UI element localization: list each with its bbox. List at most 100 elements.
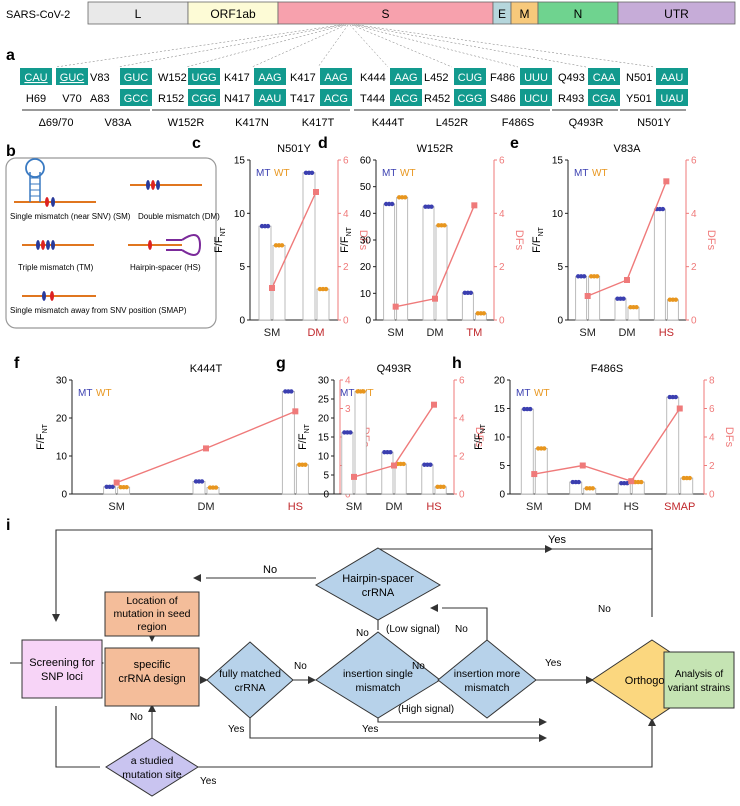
x-tick-label: SM: [108, 501, 125, 513]
codon-box: [520, 68, 552, 85]
codon-box: [188, 89, 220, 106]
mutation-name: K417N: [235, 117, 269, 129]
design-label-tm: Triple mismatch (TM): [18, 263, 94, 272]
panel-letter-e: e: [510, 135, 519, 152]
codon-box: [120, 89, 152, 106]
y2-axis-label: DFs: [705, 230, 717, 251]
bar-mt: [614, 298, 627, 321]
label-no-single-up: No: [356, 628, 369, 639]
mutation-name: W152R: [168, 117, 205, 129]
edge-studied-yes: [198, 722, 653, 768]
design-legend-box: [5, 157, 217, 329]
y-tick-label: 20: [56, 414, 68, 425]
bar-wt: [396, 196, 409, 321]
y-tick-label: 40: [360, 209, 372, 220]
data-point: [687, 475, 692, 481]
codon-text: UAU: [660, 93, 683, 105]
label-no-orthogonal: No: [598, 604, 611, 615]
y-axis-label: F/FNT: [213, 226, 227, 253]
data-point: [581, 274, 587, 279]
data-point: [660, 206, 666, 212]
y2-tick-label: 0: [343, 316, 349, 327]
dfs-point: [432, 295, 438, 302]
codon-box: [56, 68, 88, 85]
node-hairpin-text-2: crRNA: [362, 587, 395, 599]
codon-box: [390, 68, 422, 85]
mutation-guide-line: [117, 24, 343, 68]
codon-text: AAG: [394, 72, 417, 84]
node-single-text-1: insertion single: [343, 668, 413, 680]
mutation-guide-line: [251, 24, 347, 68]
y-tick-label: 5: [499, 461, 505, 472]
wildtype-residue: W152: [158, 72, 187, 84]
y2-tick-label: 2: [459, 452, 465, 463]
mutation-guide-line: [185, 24, 345, 68]
y2-axis-label: DFs: [473, 427, 485, 448]
legend-mt: MT: [340, 388, 354, 399]
y-tick-label: 50: [360, 182, 372, 193]
edge-single-yes: [377, 716, 545, 723]
codon-text: AAU: [661, 72, 684, 84]
genome-segment-utr: [617, 1, 736, 25]
mutation-guide-line: [55, 24, 341, 68]
codon-box: [254, 89, 286, 106]
y-tick-label: 30: [318, 376, 330, 387]
y-tick-label: 20: [360, 262, 372, 273]
y2-axis-label: DFs: [513, 230, 525, 251]
legend-wt: WT: [96, 388, 112, 399]
node-more-text-2: mismatch: [465, 682, 510, 694]
mutation-name: K417T: [302, 117, 335, 129]
dfs-point: [113, 479, 120, 486]
codon-box: [454, 68, 486, 85]
data-point: [402, 195, 408, 200]
wildtype-residue: Q493: [558, 72, 585, 84]
y-tick-label: 30: [56, 376, 68, 387]
panel-letter-d: d: [318, 135, 328, 152]
y-tick-label: 0: [323, 490, 329, 501]
node-analysis-text-1: Analysis of: [675, 669, 724, 680]
codon-box: [454, 89, 486, 106]
node-fully-text-2: crRNA: [235, 682, 266, 694]
dfs-point: [269, 285, 275, 291]
data-point: [323, 286, 329, 292]
dfs-point: [431, 401, 437, 408]
legend-mt: MT: [382, 168, 396, 179]
y2-tick-label: 4: [499, 209, 505, 220]
node-more-text-1: insertion more: [454, 668, 521, 680]
data-point: [441, 484, 446, 489]
dfs-point: [392, 303, 399, 310]
flow-edge-labels: Yes No No (Low signal) No No No (High si…: [130, 534, 722, 787]
node-more: [437, 639, 537, 719]
wildtype-residue: L452: [424, 72, 448, 84]
mutation-name: K444T: [372, 117, 405, 129]
data-point: [429, 204, 434, 209]
y2-tick-label: 6: [691, 156, 697, 167]
y2-tick-label: 0: [691, 316, 697, 327]
legend-wt: WT: [400, 168, 416, 179]
codon-text: ACG: [324, 93, 348, 105]
data-point: [481, 311, 487, 316]
codon-box: [588, 89, 620, 106]
node-single-text-2: mismatch: [356, 682, 401, 694]
node-location-text-3: region: [137, 621, 166, 633]
y2-tick-label: 8: [709, 376, 715, 387]
bar-wt: [666, 299, 679, 321]
node-screening: [21, 639, 103, 699]
design-label-sm: Single mismatch (near SNV) (SM): [10, 212, 131, 221]
genome-segment-label: L: [135, 7, 142, 21]
genome-segment-label: ORF1ab: [210, 7, 256, 21]
data-point: [673, 297, 679, 302]
codon-text: UUU: [524, 72, 548, 84]
design-smap: Single mismatch away from SNV position (…: [10, 291, 187, 315]
bar-wt: [295, 464, 309, 495]
y2-axis-label: DFs: [723, 427, 735, 448]
panel-letter-h: h: [452, 355, 462, 372]
y-tick-label: 10: [494, 433, 506, 444]
mutation-residue: H69: [26, 93, 46, 105]
legend-mt: MT: [256, 168, 270, 179]
edge-more-up: [442, 607, 488, 643]
wildtype-residue: K417: [224, 72, 250, 84]
mutation-name: V83A: [105, 117, 133, 129]
